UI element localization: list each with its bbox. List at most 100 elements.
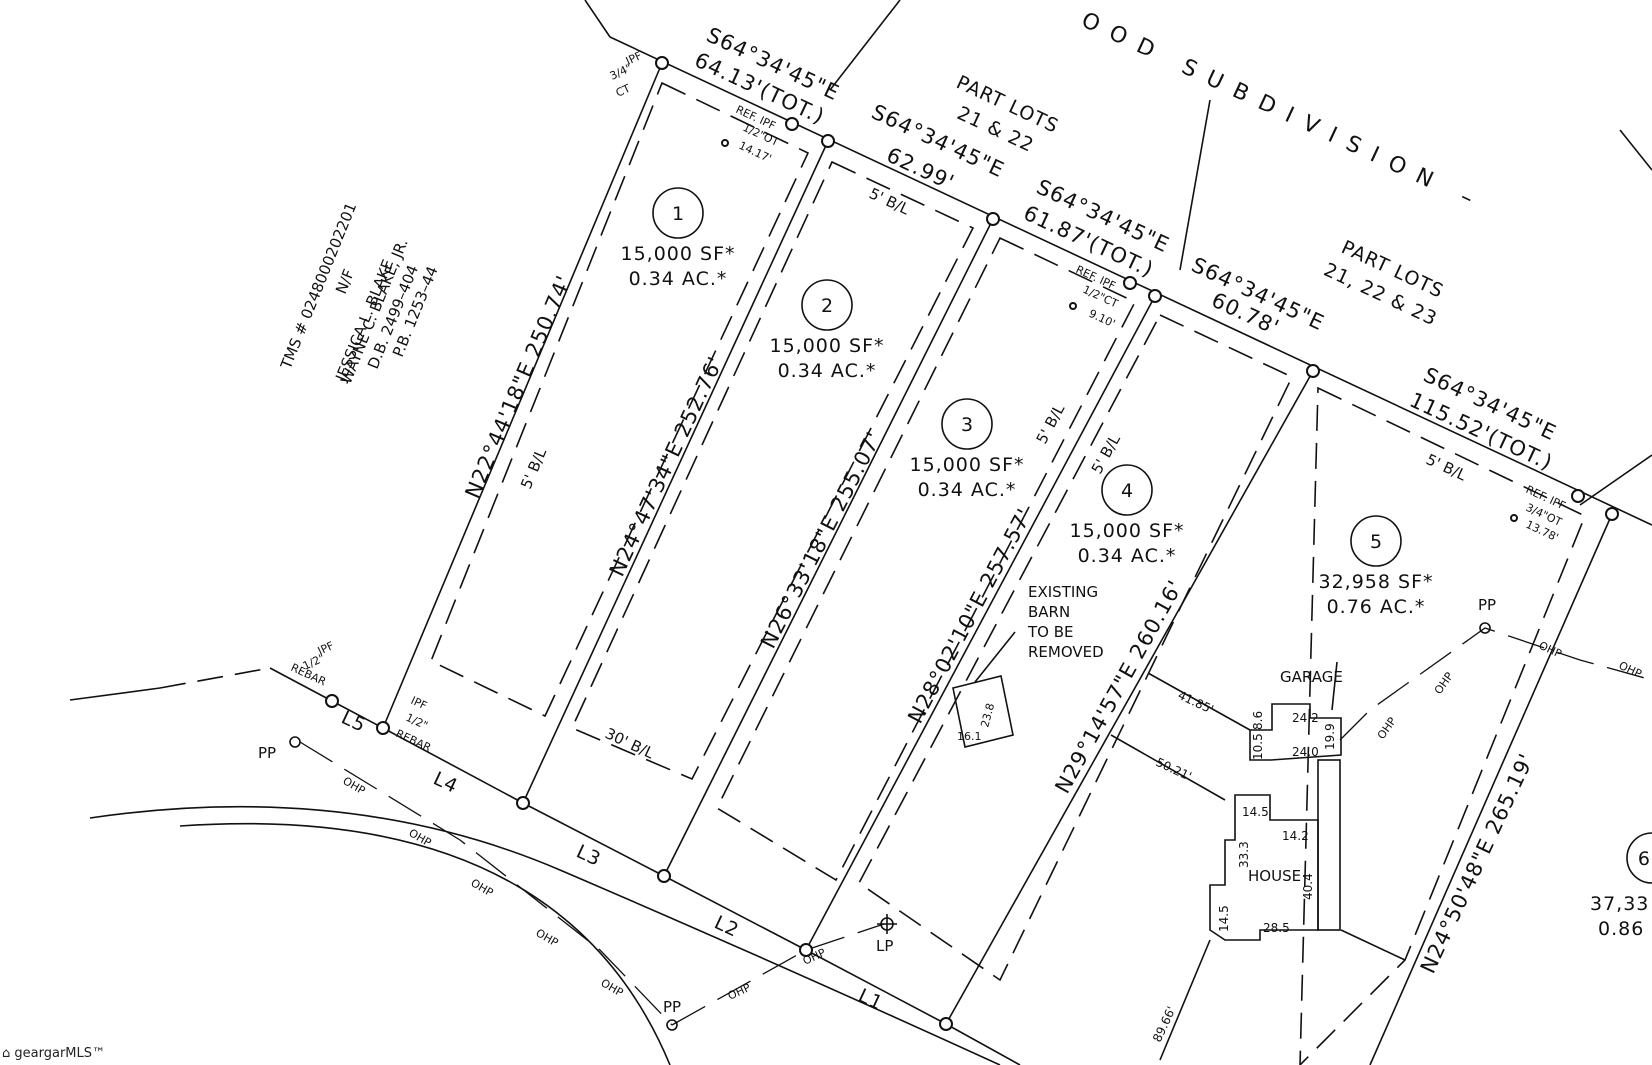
pin-label-1: IPF: [624, 49, 644, 68]
lot-2-number: 2: [821, 295, 833, 317]
structures: [952, 631, 1406, 1061]
house-label: HOUSE: [1248, 867, 1301, 885]
lot-4-circle: [1101, 464, 1153, 516]
lot-1-setback: [429, 81, 810, 718]
lot-2-ac: 0.34 AC.*: [778, 360, 877, 382]
ohp-label-3: OHP: [469, 876, 496, 899]
pin-se: [939, 1017, 953, 1031]
barn-dim-2: 23.8: [978, 702, 997, 729]
road-curve: [179, 822, 671, 1065]
lot-2-setback: [570, 160, 975, 781]
pp-label-a: PP: [258, 744, 276, 762]
setback-label-front: 30' B/L: [602, 724, 657, 762]
lot-line-2-3: [663, 218, 994, 877]
front-line-l5: L5: [338, 707, 370, 737]
lot-6-circle: [1626, 832, 1652, 884]
ref-pin-mark-5: [1510, 514, 1518, 522]
rebar-label-a1: IPF: [316, 639, 336, 658]
house-dim-3: 33.3: [1237, 841, 1251, 868]
house-dim-2: 14.2: [1282, 829, 1309, 843]
dim-89-66: [1159, 939, 1211, 1061]
lot-1-number: 1: [672, 203, 684, 225]
pin-4-5: [1306, 364, 1320, 378]
barn-dim-1: 16.1: [957, 730, 982, 743]
lot-line-1-2: [522, 140, 829, 804]
garage-leader: [1331, 661, 1338, 711]
lot-2-circle: [801, 279, 853, 331]
road-centerline: [89, 805, 1001, 1065]
ohp-label-1: OHP: [341, 774, 368, 797]
iron-pins: [325, 56, 1619, 1031]
lot-line-4-5: [945, 370, 1314, 1025]
road-edge-dashed: [159, 667, 271, 689]
house-dim-5: 14.5: [1217, 905, 1231, 932]
lot-6-number: 6: [1638, 848, 1650, 870]
setback-lines: [429, 81, 1587, 1065]
dim-41-85: [1147, 672, 1251, 731]
pin-l1: [799, 943, 813, 957]
lot-4-number: 4: [1121, 480, 1133, 502]
adjoining-line-b: [1179, 99, 1211, 271]
house-dim-1: 14.5: [1242, 805, 1269, 819]
adjoining-line-d: [1579, 454, 1652, 506]
lot-4-sf: 15,000 SF*: [1069, 520, 1184, 542]
garage-dim-1: 8.6: [1251, 711, 1265, 730]
power-pole-icon: [666, 1019, 678, 1031]
house-logo-icon: ⌂: [2, 1046, 11, 1061]
side-bearing-1: N22°44'18"E 250.74': [461, 272, 577, 502]
lot-3-sf: 15,000 SF*: [909, 454, 1024, 476]
lot-4-ac: 0.34 AC.*: [1078, 545, 1177, 567]
utility-symbols: [289, 622, 1491, 1031]
offset-50-21: 50.21': [1154, 755, 1194, 784]
pin-l4: [376, 721, 390, 735]
pin-label-3: CT: [614, 82, 633, 100]
house-dim-6: 28.5: [1263, 921, 1290, 935]
dim-50-21: [1110, 734, 1226, 801]
pin-5-6: [1605, 507, 1619, 521]
lot-1-ac: 0.34 AC.*: [629, 268, 728, 290]
lot-1-sf: 15,000 SF*: [620, 243, 735, 265]
ohp-line-east: [1339, 627, 1652, 741]
ref-label-3c: 9.10': [1087, 307, 1117, 330]
setback-label-lot1: 5' B/L: [517, 445, 550, 491]
owner-nf: N/F: [332, 267, 358, 297]
labels: OOD SUBDIVISION – PART LOTS 21 & 22 PART…: [258, 8, 1650, 1044]
side-bearing-4: N28°02'10"E 257.57': [903, 504, 1037, 727]
pin-ref-5: [1571, 489, 1585, 503]
lot-6-ac: 0.86: [1598, 918, 1644, 940]
garage-dim-4: 10.5: [1251, 733, 1265, 760]
ohp-label-6: OHP: [726, 981, 753, 1003]
barn-label-4: REMOVED: [1028, 643, 1104, 661]
ref-pin-mark-3: [1069, 302, 1077, 310]
pin-ref-3: [1123, 276, 1137, 290]
offset-41-85: 41.85': [1176, 688, 1216, 717]
pp-label-b: PP: [663, 998, 681, 1016]
pin-l2: [657, 869, 671, 883]
lot-5-ac: 0.76 AC.*: [1327, 596, 1426, 618]
side-bearing-3: N26°33'18"E 255.07': [756, 428, 886, 653]
garage-label: GARAGE: [1280, 668, 1343, 686]
dim-house-east: [1340, 929, 1406, 961]
lot-1-circle: [652, 187, 704, 239]
pin-2-3: [986, 212, 1000, 226]
lot-line-5-6: [1369, 513, 1613, 1065]
ohp-label-9: OHP: [1432, 670, 1456, 697]
lot-3-number: 3: [961, 414, 973, 436]
pin-nw: [655, 56, 669, 70]
ohp-label-4: OHP: [534, 926, 561, 949]
power-pole-icon: [1479, 622, 1491, 634]
ohp-line-center: [671, 923, 885, 1026]
pin-ref-1: [785, 117, 799, 131]
lot-circles: [652, 187, 1652, 884]
setback-label-lot5: 5' B/L: [1423, 450, 1469, 484]
adjoining-line-a: [829, 0, 901, 91]
lot-line-3-4: [805, 295, 1156, 951]
lot-2-sf: 15,000 SF*: [769, 335, 884, 357]
rebar-label-b3: REBAR: [394, 727, 434, 755]
ohp-line-west: [299, 741, 673, 1026]
road-edge-a: [69, 687, 161, 701]
lot-4-setback: [857, 313, 1294, 982]
mls-watermark: ⌂ geargarMLS™: [2, 1046, 105, 1061]
lot-3-ac: 0.34 AC.*: [918, 479, 1017, 501]
